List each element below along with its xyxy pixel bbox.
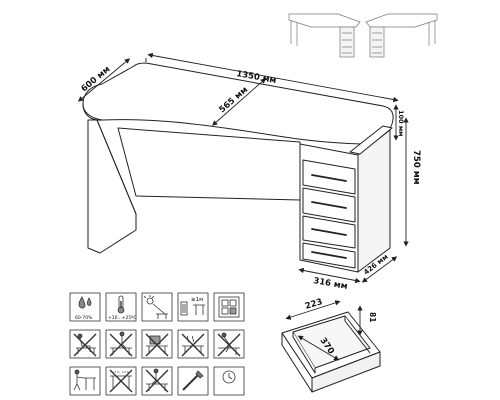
humidity-label: 60-70% <box>75 315 93 321</box>
drawer-height-label: 81 <box>368 312 377 322</box>
no-leaning-icon <box>213 329 245 359</box>
distance-from-heater-icon <box>177 292 209 322</box>
thumbnail-right-configuration <box>365 13 438 58</box>
no-hot-objects-icon <box>177 329 209 359</box>
drawer-handles <box>311 174 347 259</box>
thumbnail-left-configuration <box>288 13 361 58</box>
care-icon-labels: 60-70% +10...+25ºC ≥1м <box>75 297 203 321</box>
distance-label: ≥1м <box>191 297 203 303</box>
desk-height-label: 750 мм <box>411 150 421 185</box>
desk-modesty-panel <box>117 127 301 201</box>
care-icons: 60-70% +10...+25ºC ≥1м <box>69 292 245 396</box>
desk-dimensions <box>77 52 409 284</box>
drawer-front-1 <box>302 159 356 195</box>
no-direct-sunlight-icon <box>141 292 173 322</box>
shelf-gap-label: 100 мм <box>397 110 405 136</box>
no-overloading-icon <box>141 329 173 359</box>
temperature-icon <box>105 292 137 322</box>
drawer-width-label: 223 <box>304 297 324 312</box>
configuration-thumbnails <box>288 13 438 58</box>
no-rocking-icon <box>105 366 137 396</box>
two-person-assembly-icon <box>69 366 101 396</box>
no-sitting-on-desk-icon <box>69 329 101 359</box>
check-contents-icon <box>213 292 245 322</box>
assembly-time-icon <box>213 366 245 396</box>
tools-needed-icon <box>177 366 209 396</box>
drawer-dimensions <box>285 300 363 361</box>
humidity-icon <box>69 292 101 322</box>
temperature-label: +10...+25ºC <box>108 315 137 321</box>
no-standing-on-desk-icon <box>105 329 137 359</box>
no-climbing-icon <box>141 366 173 396</box>
